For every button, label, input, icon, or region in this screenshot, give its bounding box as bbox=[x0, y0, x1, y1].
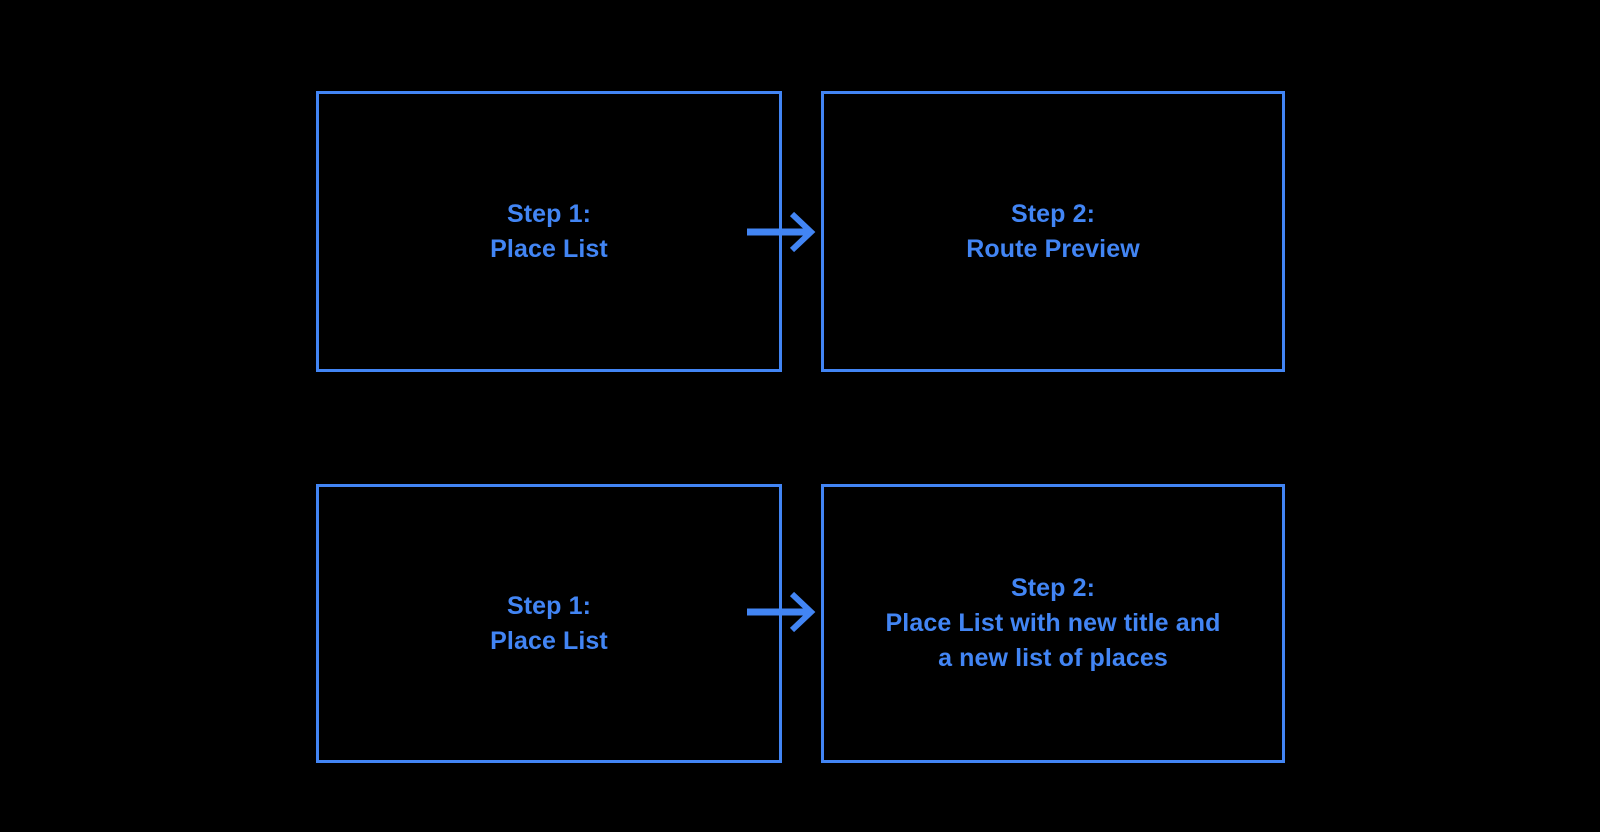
step-label-line: Place List with new title and bbox=[885, 609, 1221, 637]
step-box-row2-step2[interactable]: Step 2: Place List with new title and a … bbox=[821, 484, 1285, 763]
step-box-row2-step1-label: Step 1: Place List bbox=[490, 589, 608, 659]
step-label-line: Step 2: bbox=[1010, 199, 1096, 228]
step-box-row1-step1[interactable]: Step 1: Place List bbox=[316, 91, 782, 372]
step-box-row1-step1-label: Step 1: Place List bbox=[490, 197, 608, 267]
step-label-line: Step 1: bbox=[506, 199, 592, 228]
step-label-line: a new list of places bbox=[938, 644, 1168, 672]
step-label-line: Place List bbox=[490, 626, 608, 655]
step-label-line: Route Preview bbox=[966, 234, 1140, 263]
step-label-line: Step 1: bbox=[506, 591, 592, 620]
step-box-row1-step2-label: Step 2: Route Preview bbox=[966, 197, 1140, 267]
step-box-row2-step1[interactable]: Step 1: Place List bbox=[316, 484, 782, 763]
step-box-row2-step2-label: Step 2: Place List with new title and a … bbox=[886, 571, 1221, 676]
step-box-row1-step2[interactable]: Step 2: Route Preview bbox=[821, 91, 1285, 372]
step-label-line: Step 2: bbox=[1010, 574, 1096, 602]
step-label-line: Place List bbox=[490, 234, 608, 263]
